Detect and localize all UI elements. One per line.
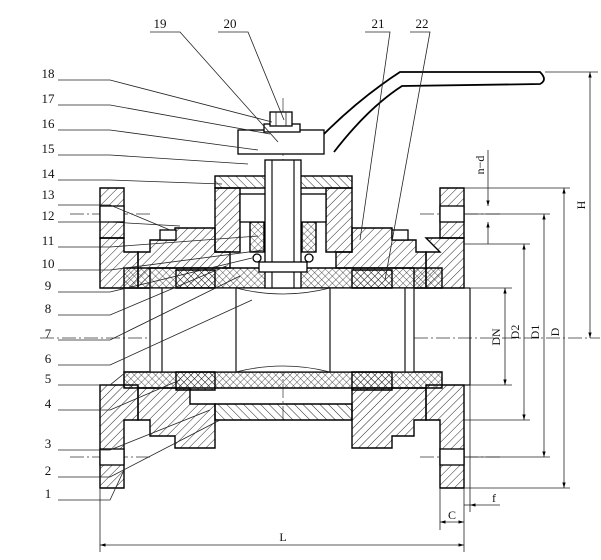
leader-lines: [58, 31, 431, 501]
part-label-21: 21: [372, 16, 385, 31]
part-label-12: 12: [42, 208, 55, 223]
left-end-cap: [99, 187, 139, 489]
part-label-19: 19: [154, 16, 167, 31]
part-label-10: 10: [42, 256, 55, 271]
part-label-4: 4: [45, 396, 52, 411]
part-label-16: 16: [42, 116, 56, 131]
part-label-9: 9: [45, 278, 52, 293]
dimension-labels: L C f DN D2 D1 D H n−d: [279, 156, 588, 544]
handle: [237, 71, 545, 155]
dim-label-n-d: n−d: [473, 156, 487, 175]
dim-label-H: H: [574, 200, 588, 209]
dim-label-L: L: [279, 530, 286, 544]
ball: [124, 287, 442, 373]
part-label-14: 14: [42, 166, 56, 181]
part-label-1: 1: [45, 486, 52, 501]
part-label-6: 6: [45, 351, 52, 366]
stem: [258, 159, 308, 289]
part-label-13: 13: [42, 187, 55, 202]
part-label-18: 18: [42, 66, 55, 81]
dim-label-f: f: [492, 491, 496, 505]
dim-label-D: D: [548, 327, 562, 336]
part-label-20: 20: [224, 16, 237, 31]
dim-label-DN: DN: [489, 328, 503, 346]
part-label-3: 3: [45, 436, 52, 451]
part-label-7: 7: [45, 326, 52, 341]
dimension-lines: [99, 71, 598, 552]
part-label-15: 15: [42, 141, 55, 156]
dim-label-D2: D2: [508, 325, 522, 340]
dim-label-C: C: [448, 508, 456, 522]
dim-label-D1: D1: [528, 325, 542, 340]
part-labels: 18 17 16 15 14 13 12 11 10 9 8 7 6 5 4 3…: [42, 16, 429, 501]
part-label-2: 2: [45, 463, 52, 478]
seats: [175, 269, 393, 391]
part-label-11: 11: [42, 233, 55, 248]
part-label-22: 22: [416, 16, 429, 31]
part-label-5: 5: [45, 371, 52, 386]
part-label-8: 8: [45, 301, 52, 316]
part-label-17: 17: [42, 91, 56, 106]
